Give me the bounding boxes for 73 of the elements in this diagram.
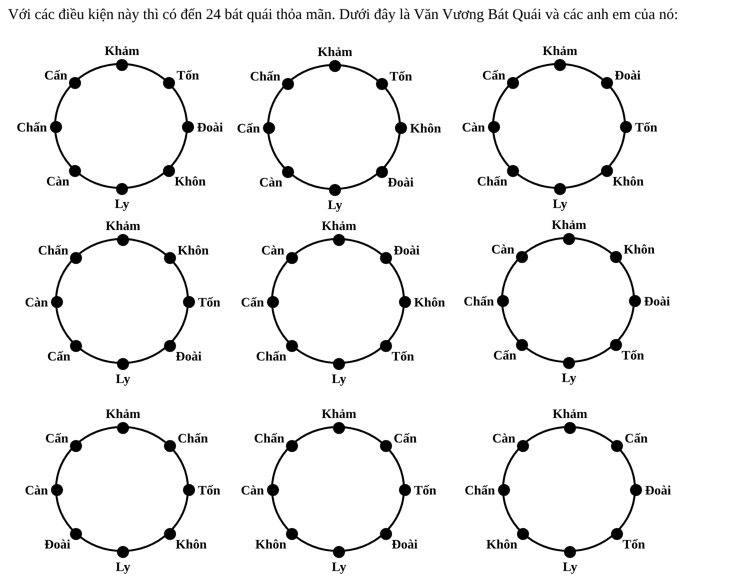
trigram-label: Khôn [414,294,446,310]
trigram-label: Khảm [322,218,356,233]
trigram-label: Ly [332,559,346,574]
trigram-label: Cấn [47,348,70,364]
trigram-label: Càn [240,482,264,498]
trigram-label: Càn [24,482,48,498]
trigram-label: Cấn [493,347,516,362]
trigram-label: Chấn [38,242,68,258]
trigram-label: Đoài [176,348,202,364]
trigram-label: Đoài [614,68,641,83]
trigram-label: Khảm [322,406,356,421]
trigram-label: Chấn [464,482,495,498]
trigram-label: Đoài [44,536,70,552]
trigram-label: Tốn [390,68,412,84]
trigram-label: Đoài [392,536,418,552]
trigram-label: Chấn [250,68,280,84]
trigram-label: Chấn [178,430,208,446]
trigram-label: Cấn [482,68,506,83]
trigram-label: Ly [328,197,342,212]
trigram-label: Cấn [240,294,264,310]
trigram-label: Khảm [552,406,588,421]
trigram-label: Chấn [16,120,47,134]
trigram-label: Khảm [542,43,578,58]
trigram-label: Cấn [44,68,68,83]
trigram-label: Chấn [254,430,284,446]
trigram-label: Khảm [318,44,352,59]
trigram-label: Khôn [174,173,206,188]
trigram-label: Khảm [106,218,140,233]
heading-text: Với các điều kiện này thì có đến 24 bát quái thỏa mãn. Dưới đây là Văn Vương Bát Quái và các anh em của nó: [8,6,678,24]
trigram-label: Chấn [464,294,494,308]
trigram-label: Ly [116,559,130,574]
trigram-label: Đoài [394,242,420,258]
trigram-label: Ly [562,370,576,385]
trigram-label: Tốn [622,536,646,552]
trigram-label: Đoài [644,294,670,308]
trigram-label: Ly [332,371,346,386]
trigram-label: Ly [114,196,130,211]
trigram-label: Chấn [256,348,286,364]
trigram-label: Ly [552,196,568,211]
trigram-label: Khảm [106,406,140,421]
trigram-label: Càn [24,294,48,310]
trigram-label: Khảm [104,43,140,58]
trigram-label: Khôn [176,536,207,552]
trigram-label: Tốn [622,347,644,362]
trigram-label: Cấn [394,430,417,446]
trigram-label: Tốn [198,482,220,498]
trigram-label: Ly [116,371,130,386]
trigram-label: Tốn [414,482,436,498]
trigram-label: Cấn [236,120,260,136]
trigram-label: Khảm [552,217,586,232]
trigram-label: Chấn [476,173,508,188]
trigram-label: Đoài [388,174,414,190]
trigram-label: Cấn [624,430,648,446]
trigram-label: Đoài [645,482,671,498]
trigram-label: Tốn [176,68,200,83]
trigram-label: Cấn [45,430,68,446]
trigram-label: Ly [562,559,578,574]
trigram-label: Càn [46,173,70,188]
trigram-label: Tốn [392,348,414,364]
trigram-label: Đoài [197,120,223,134]
trigram-label: Tốn [198,294,220,310]
trigram-label: Khôn [410,120,442,136]
trigram-label: Tốn [635,120,658,134]
trigram-label: Khôn [486,536,518,552]
trigram-label: Càn [491,242,514,257]
trigram-label: Khôn [178,242,209,258]
trigram-label: Khôn [255,536,286,552]
trigram-label: Càn [259,174,282,190]
trigram-label: Khôn [612,173,644,188]
trigram-label: Khôn [624,242,655,257]
trigram-label: Càn [261,242,284,258]
trigram-label: Càn [462,120,485,134]
trigram-label: Càn [492,430,516,446]
